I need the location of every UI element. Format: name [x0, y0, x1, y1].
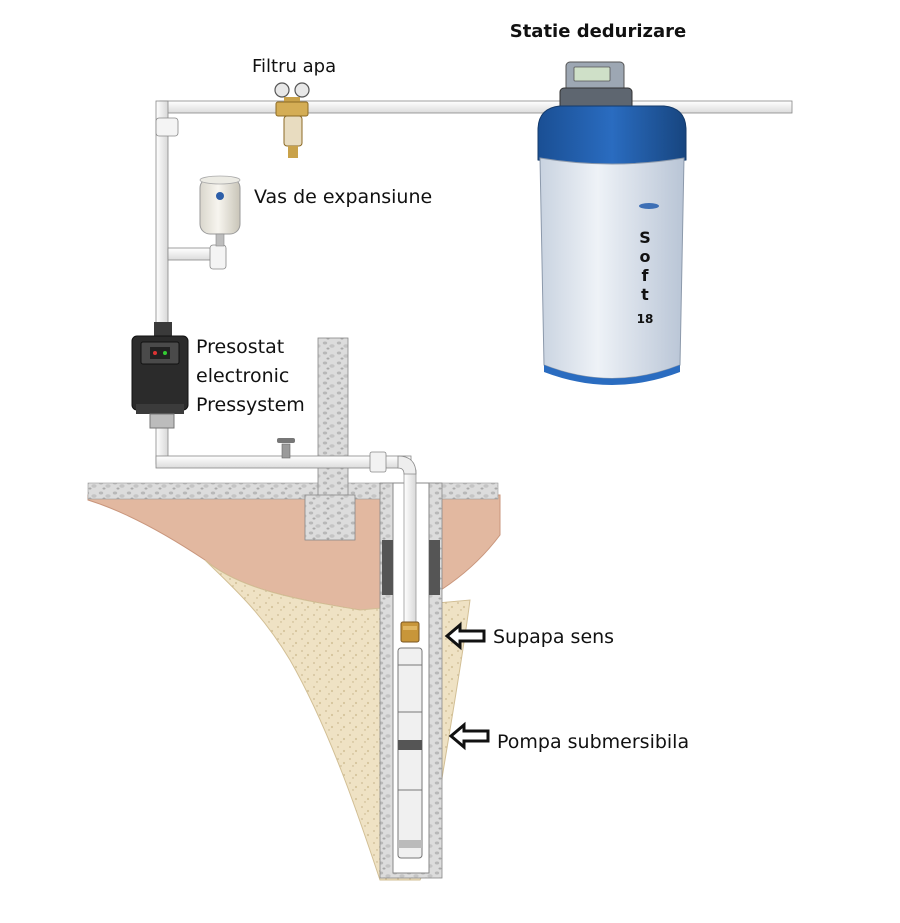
main-supply-line: [159, 100, 793, 114]
pressure-switch: [131, 322, 189, 429]
pressure-switch-label-line-3: Pressystem: [196, 394, 305, 416]
softener-title-label: Statie dedurizare: [510, 21, 687, 42]
drop-pipe: [403, 469, 417, 631]
expansion-vessel-label: Vas de expansiune: [254, 186, 432, 208]
wall-foundation: [304, 494, 356, 541]
pressure-switch-label-line-2: electronic: [196, 365, 289, 387]
water-softener: [537, 61, 687, 385]
vertical-riser: [155, 100, 169, 342]
pump-arrow-icon: [448, 721, 490, 751]
check-valve: [400, 621, 420, 643]
check-valve-label: Supapa sens: [493, 626, 614, 648]
pipework: [155, 100, 793, 475]
pressure-switch-label-line-1: Presostat: [196, 336, 284, 358]
softener-brand-letter: t: [641, 285, 649, 304]
expansion-vessel: [199, 175, 241, 247]
softener-brand-letter: f: [642, 266, 650, 285]
tap-valve: [277, 438, 295, 459]
check-valve-arrow-icon: [444, 621, 486, 651]
softener-brand-letter: S: [639, 228, 651, 247]
submersible-pump: [397, 647, 423, 859]
submersible-pump-label: Pompa submersibila: [497, 731, 689, 753]
softener-model-number: 18: [637, 312, 654, 326]
softener-brand-letter: o: [640, 247, 651, 266]
borehole: [379, 469, 443, 879]
water-filter: [274, 82, 310, 158]
water-filter-label: Filtru apa: [252, 56, 336, 77]
